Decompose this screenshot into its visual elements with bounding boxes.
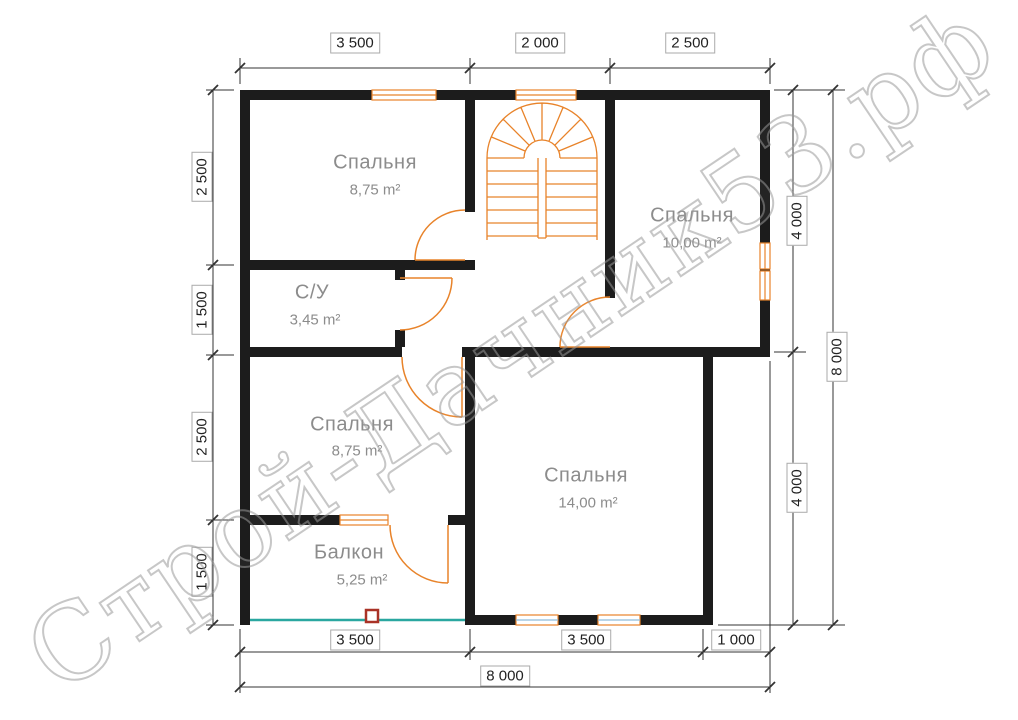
window-icon <box>597 614 641 626</box>
doors <box>389 209 611 584</box>
dimension-label: 8 000 <box>480 665 530 687</box>
door-arc <box>559 296 611 348</box>
interior-walls <box>250 100 770 625</box>
room-area: 5,25 m² <box>336 571 388 589</box>
dimension-label: 2 500 <box>191 152 213 202</box>
dimension-label: 3 500 <box>330 32 380 54</box>
dimension-label: 1 500 <box>191 547 213 597</box>
room-area: 3,45 m² <box>289 311 341 329</box>
room-name: Спальня <box>333 151 417 174</box>
room-area: 8,75 m² <box>349 181 401 199</box>
dimension-label: 1 500 <box>191 285 213 335</box>
room-area: 10,00 m² <box>662 234 722 252</box>
room-name: С/У <box>294 281 330 304</box>
dimension-label: 4 000 <box>786 463 808 513</box>
dimension-label: 1 000 <box>711 629 761 651</box>
window-icon <box>515 614 559 626</box>
staircase <box>486 102 598 240</box>
windows <box>339 89 771 626</box>
room-name: Спальня <box>544 464 628 487</box>
room-area: 14,00 m² <box>558 494 618 512</box>
dimension-label: 3 500 <box>561 629 611 651</box>
dimension-label: 2 500 <box>191 412 213 462</box>
door-arc <box>401 356 463 418</box>
window-icon <box>515 89 577 101</box>
room-name: Спальня <box>310 413 394 436</box>
room-name: Балкон <box>313 541 385 564</box>
door-arc <box>414 209 466 261</box>
dimension-label: 2 000 <box>515 32 565 54</box>
room-area: 8,75 m² <box>331 442 383 460</box>
door-arc <box>399 277 453 331</box>
door-arc <box>389 524 449 584</box>
dimension-label: 2 500 <box>665 32 715 54</box>
window-icon <box>339 514 389 526</box>
dimension-tick-marks <box>207 62 839 693</box>
window-icon <box>759 242 771 301</box>
dimension-lines <box>212 67 834 688</box>
window-icon <box>371 89 437 101</box>
dimension-label: 3 500 <box>330 629 380 651</box>
dimension-label: 4 000 <box>786 196 808 246</box>
dimension-extension-lines <box>206 58 845 693</box>
room-name: Спальня <box>650 204 734 227</box>
post-marker <box>364 608 380 624</box>
dimension-label: 8 000 <box>826 332 848 382</box>
